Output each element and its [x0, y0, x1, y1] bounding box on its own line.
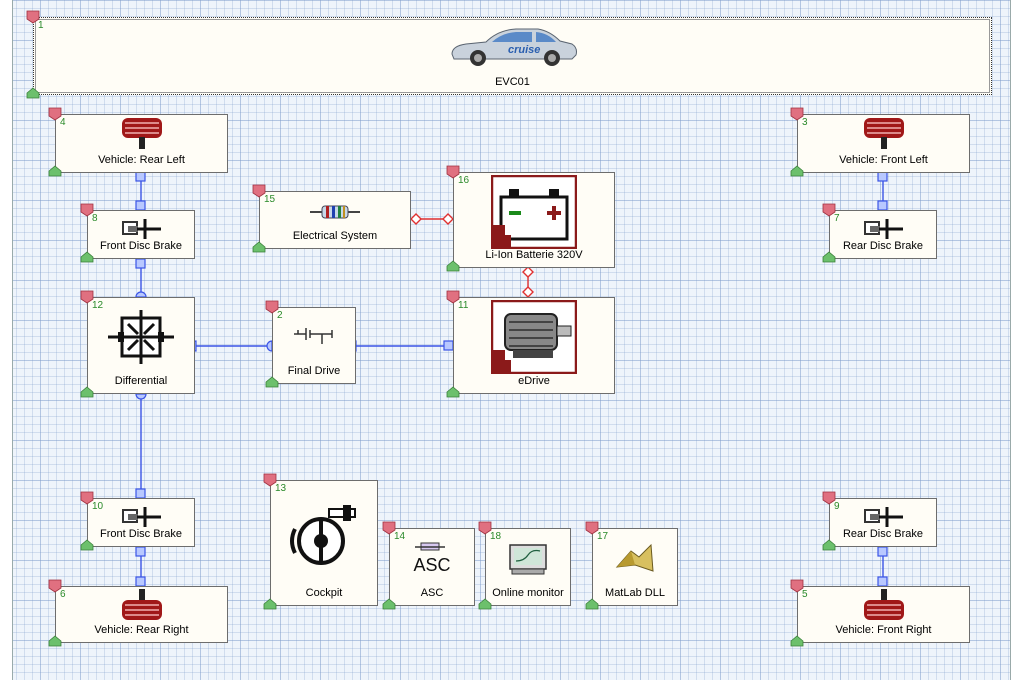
final-drive-icon [294, 328, 333, 344]
disc-brake-icon [122, 507, 161, 527]
canvas-left-border [0, 0, 13, 680]
component-number: 14 [394, 531, 406, 542]
monitor-icon [509, 544, 547, 575]
component-front-disc-brake-2[interactable]: 10 Front Disc Brake [87, 498, 195, 547]
component-differential[interactable]: 12 Differential [87, 297, 195, 394]
component-number: 15 [264, 194, 276, 205]
component-label: Li-Ion Batterie 320V [485, 249, 583, 261]
wheel-icon [121, 118, 162, 149]
resistor-icon [310, 205, 360, 219]
component-label: Final Drive [287, 365, 341, 377]
component-rear-disc-brake[interactable]: 7 Rear Disc Brake [829, 210, 937, 259]
component-label: Front Disc Brake [100, 240, 182, 252]
component-label: Cockpit [305, 587, 343, 599]
component-label: Rear Disc Brake [842, 240, 924, 252]
disc-brake-icon [864, 507, 903, 527]
electrical-port [410, 213, 422, 225]
shaft-port [135, 393, 147, 400]
component-asc[interactable]: 14 ASC ASC [389, 528, 475, 606]
wheel-icon [863, 589, 904, 620]
canvas-right-border [1010, 0, 1017, 680]
component-number: 16 [458, 175, 470, 186]
component-label: MatLab DLL [605, 587, 665, 599]
disc-brake-icon [122, 219, 161, 239]
disc-brake-icon [864, 219, 903, 239]
component-number: 8 [92, 213, 98, 224]
mech-port [135, 488, 146, 499]
component-label: ASC [420, 587, 444, 599]
mech-port [135, 258, 146, 269]
component-vehicle-rear-right[interactable]: 6 Vehicle: Rear Right [55, 586, 228, 643]
component-rear-disc-brake-2[interactable]: 9 Rear Disc Brake [829, 498, 937, 547]
component-vehicle-rear-left[interactable]: 4 Vehicle: Rear Left [55, 114, 228, 173]
component-label: eDrive [518, 375, 550, 387]
component-label: Online monitor [492, 587, 564, 599]
component-front-disc-brake[interactable]: 8 Front Disc Brake [87, 210, 195, 259]
component-number: 12 [92, 300, 104, 311]
component-edrive[interactable]: 11 eDrive [453, 297, 615, 394]
component-label: Vehicle: Front Right [835, 624, 932, 636]
component-label: Vehicle: Rear Left [98, 154, 185, 166]
asc-icon: ASC [413, 542, 451, 575]
mech-port [877, 546, 888, 557]
mech-port [135, 546, 146, 557]
component-label: Rear Disc Brake [842, 528, 924, 540]
electric-motor-icon [491, 300, 577, 374]
component-cockpit[interactable]: 13 Cockpit [270, 480, 378, 606]
component-number: 5 [802, 589, 808, 600]
component-number: 13 [275, 483, 287, 494]
component-vehicle-front-left[interactable]: 3 Vehicle: Front Left [797, 114, 970, 173]
component-matlab-dll[interactable]: 17 MatLab DLL [592, 528, 678, 606]
electrical-port [522, 266, 534, 278]
component-number: 7 [834, 213, 840, 224]
component-number: 6 [60, 589, 66, 600]
component-electrical-system[interactable]: 15 Electrical System [259, 191, 411, 249]
mech-port [443, 340, 454, 351]
component-vehicle-front-right[interactable]: 5 Vehicle: Front Right [797, 586, 970, 643]
wheel-icon [863, 118, 904, 149]
component-evc01[interactable]: 1 cruise EVC01 [33, 17, 992, 95]
component-number: 17 [597, 531, 609, 542]
component-final-drive[interactable]: 2 Final Drive [272, 307, 356, 384]
component-number: 3 [802, 117, 808, 128]
mech-port [877, 576, 888, 587]
component-label: EVC01 [495, 76, 530, 88]
component-number: 1 [38, 20, 44, 31]
cockpit-icon [290, 505, 356, 565]
electrical-port [522, 286, 534, 298]
component-label: Differential [114, 375, 168, 387]
electrical-port [442, 213, 454, 225]
component-number: 11 [458, 300, 469, 311]
component-label: Vehicle: Front Left [839, 154, 928, 166]
component-number: 18 [490, 531, 502, 542]
mech-port [877, 200, 888, 211]
mech-port [135, 576, 146, 587]
component-number: 9 [834, 501, 840, 512]
component-number: 2 [277, 310, 283, 321]
mech-port [135, 200, 146, 211]
shaft-port [266, 340, 273, 352]
component-online-monitor[interactable]: 18 Online monitor [485, 528, 571, 606]
component-label: Electrical System [292, 230, 378, 242]
mech-port [877, 171, 888, 182]
wheel-icon [121, 589, 162, 620]
matlab-icon [615, 543, 654, 572]
component-label: Vehicle: Rear Right [94, 624, 189, 636]
mech-port [135, 171, 146, 182]
battery-icon [491, 175, 577, 249]
asc-icon-text: ASC [413, 555, 450, 575]
component-label: Front Disc Brake [100, 528, 182, 540]
car-logo-text: cruise [508, 44, 540, 56]
component-number: 4 [60, 117, 66, 128]
component-number: 10 [92, 501, 104, 512]
differential-icon [108, 310, 174, 364]
car-icon: cruise [450, 28, 577, 66]
shaft-port [135, 291, 147, 298]
component-li-ion-batterie[interactable]: 16 Li-Ion Batterie 320V [453, 172, 615, 268]
